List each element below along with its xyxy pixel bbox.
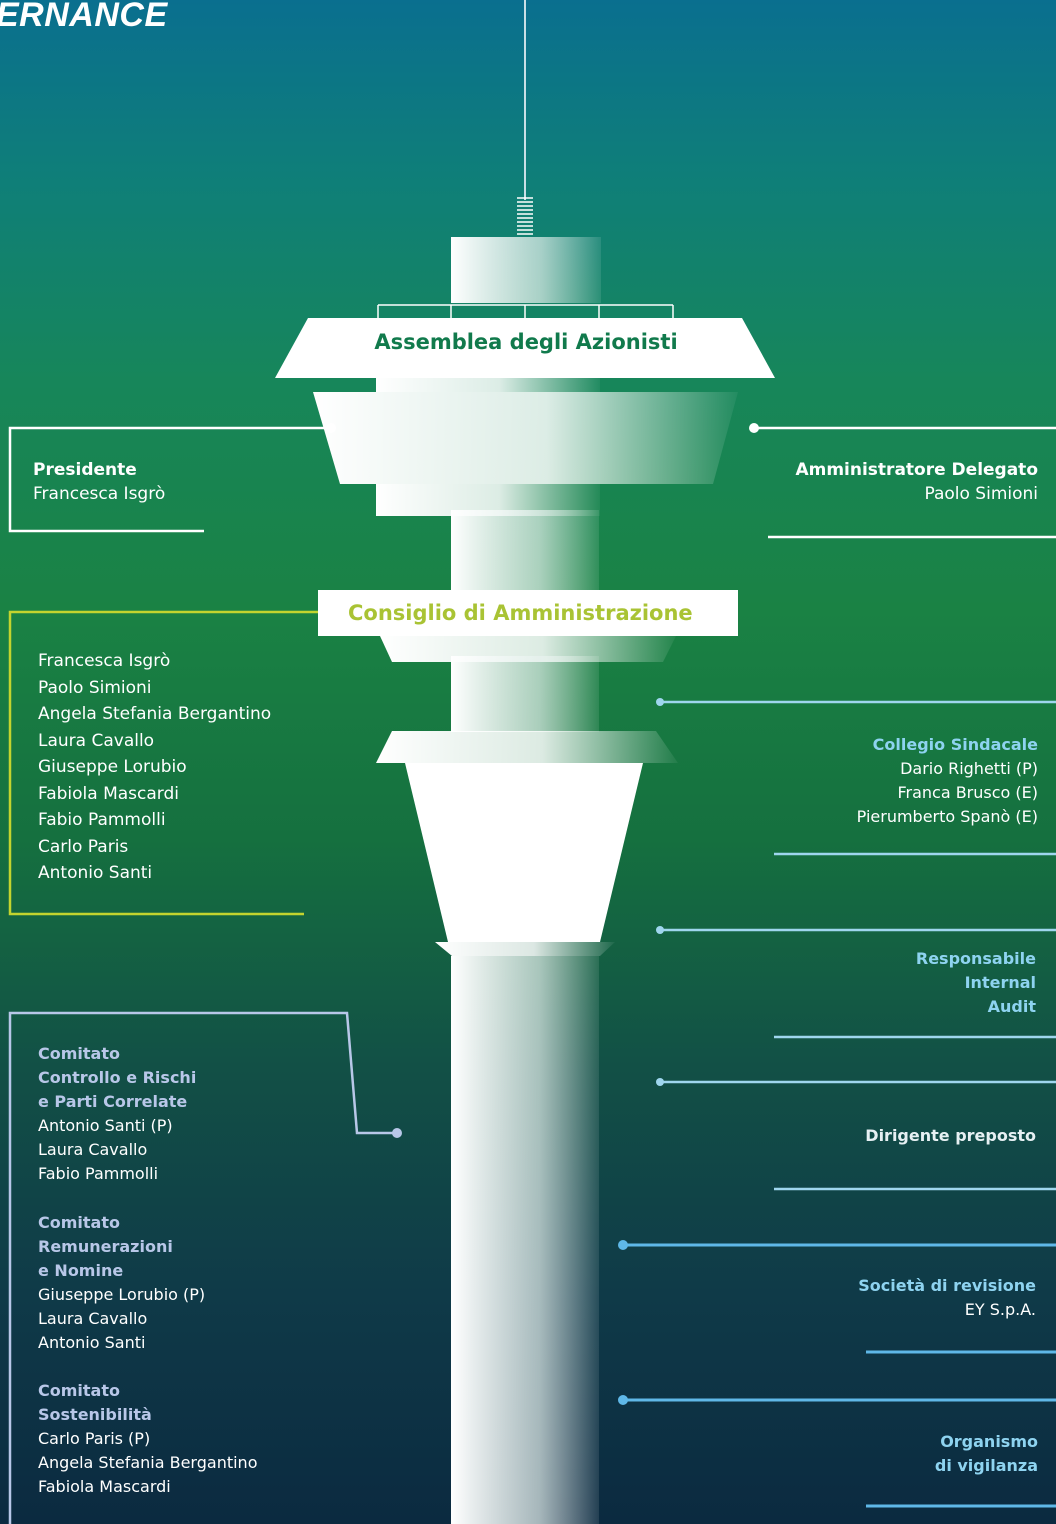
audit-title-line: Responsabile [915,949,1036,968]
list-item: Dario Righetti (P) [900,759,1038,778]
presidente-name: Francesca Isgrò [33,484,166,504]
revisione-block: Società di revisione EY S.p.A. [736,1274,1036,1322]
tower-mid-platform [376,731,678,763]
list-item: Fabio Pammolli [38,1164,159,1183]
presidente-block: Presidente Francesca Isgrò [33,458,165,506]
audit-title-line: Internal [964,973,1036,992]
list-item: Angela Stefania Bergantino [38,1453,258,1472]
list-item: Giuseppe Lorubio [38,757,187,777]
presidente-connector [8,426,331,533]
committee-title-line: Controllo e Rischi [38,1068,197,1087]
committee-sostenibilita: Comitato Sostenibilità Carlo Paris (P) A… [38,1379,257,1499]
collegio-block: Collegio Sindacale Dario Righetti (P) Fr… [678,733,1038,829]
committee-title-line: Sostenibilità [38,1405,152,1424]
list-item: Pierumberto Spanò (E) [856,807,1038,826]
section-title: ERNANCE [0,0,168,34]
consiglio-label: Consiglio di Amministrazione [318,590,738,636]
presidente-title: Presidente [33,460,137,480]
tower-railing [377,304,674,318]
committee-controllo-rischi: Comitato Controllo e Rischi e Parti Corr… [38,1042,196,1186]
committee-title-line: Comitato [38,1381,120,1400]
assemblea-label: Assemblea degli Azionisti [374,330,678,354]
list-item: Laura Cavallo [38,1309,148,1328]
list-item: Carlo Paris (P) [38,1429,151,1448]
tower-top-block [451,237,601,303]
tower-funnel [405,763,643,942]
list-item: Giuseppe Lorubio (P) [38,1285,206,1304]
committee-title-line: Comitato [38,1044,120,1063]
list-item: Antonio Santi [38,1333,146,1352]
list-item: Angela Stefania Bergantino [38,704,272,724]
amministratore-connector [754,426,1056,539]
audit-block: Responsabile Internal Audit [736,947,1036,1019]
committee-remunerazioni: Comitato Remunerazioni e Nomine Giuseppe… [38,1211,205,1355]
dirigente-title: Dirigente preposto [865,1126,1036,1145]
tower-cab [313,392,738,484]
committee-title-line: Remunerazioni [38,1237,173,1256]
list-item: Fabiola Mascardi [38,783,180,804]
list-item: Fabiola Mascardi [38,1477,171,1496]
vigilanza-title-line: Organismo [940,1432,1038,1451]
amministratore-block: Amministratore Delegato Paolo Simioni [678,458,1038,506]
tower-shaft [451,956,599,1524]
consiglio-members: Francesca Isgrò Paolo Simioni Angela Ste… [38,648,271,887]
vigilanza-block: Organismo di vigilanza [738,1430,1038,1478]
assemblea-platform [275,318,775,378]
list-item: Laura Cavallo [38,730,155,751]
consiglio-connector [8,610,332,916]
list-item: Paolo Simioni [38,677,152,698]
list-item: Antonio Santi [38,863,153,883]
list-item: Franca Brusco (E) [897,783,1038,802]
collegio-title: Collegio Sindacale [872,735,1038,754]
revisione-title: Società di revisione [858,1276,1036,1295]
list-item: Francesca Isgrò [38,651,171,671]
amministratore-name: Paolo Simioni [924,484,1038,504]
list-item: Laura Cavallo [38,1140,148,1159]
list-item: Carlo Paris [38,836,129,857]
antenna-coil [517,197,533,235]
revisione-name: EY S.p.A. [964,1300,1036,1319]
committee-title-line: e Nomine [38,1261,124,1280]
list-item: Fabio Pammolli [38,810,166,830]
dirigente-block: Dirigente preposto [736,1124,1036,1148]
list-item: Antonio Santi (P) [38,1116,173,1135]
vigilanza-title-line: di vigilanza [934,1456,1038,1475]
amministratore-title: Amministratore Delegato [795,460,1038,480]
committees-connector [8,1011,397,1524]
committee-title-line: Comitato [38,1213,120,1232]
committee-title-line: e Parti Correlate [38,1092,188,1111]
audit-title-line: Audit [987,997,1036,1016]
